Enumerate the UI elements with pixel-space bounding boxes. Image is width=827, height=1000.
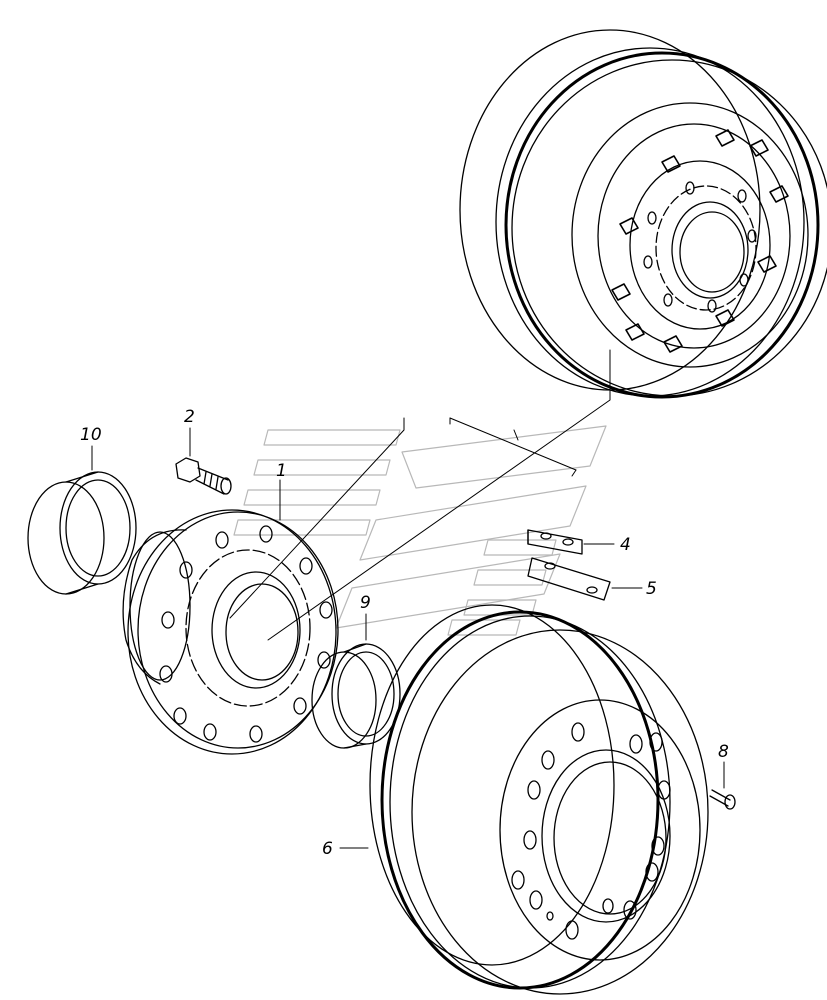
part-8-screw	[709, 789, 736, 810]
drum-band-1	[380, 610, 660, 990]
callout-6: 6	[322, 839, 333, 859]
assembly-drum-face-inner	[597, 123, 791, 349]
part-4-plate	[527, 529, 583, 555]
assembly-drum-band-2	[495, 47, 805, 397]
hub-barrel	[122, 529, 187, 685]
assembly-hub-spline	[655, 185, 757, 311]
callout-2: 2	[184, 407, 195, 427]
hub-bore	[211, 571, 301, 689]
drum-outer-lip	[411, 629, 709, 995]
drum-center-bore-inner	[553, 761, 667, 915]
part-10-bearing-cup	[27, 471, 137, 595]
assembly-hub-bore	[671, 201, 749, 299]
hub-flange-back	[127, 509, 337, 755]
drum-face	[499, 699, 701, 961]
part-1-hub	[122, 509, 339, 755]
assembly-face-holes	[643, 181, 757, 313]
drum-stud-holes	[511, 722, 671, 940]
callout-1: 1	[276, 461, 287, 481]
hub-bore-inner	[225, 583, 299, 681]
hub-spline-ring	[185, 549, 311, 707]
drum-center-bore	[541, 749, 671, 923]
assembly-drum-band-1	[504, 51, 820, 399]
assembled-drum-hub	[459, 29, 827, 399]
assembly-bracket	[229, 349, 611, 641]
callout-8: 8	[718, 742, 729, 762]
assembly-drum-face	[571, 102, 809, 368]
part-2-bolt	[175, 457, 232, 495]
hub-flange-holes	[159, 525, 333, 743]
callout-5: 5	[646, 579, 657, 599]
part-5-plate	[527, 557, 611, 601]
part-9-bearing-cup	[311, 643, 401, 749]
callout-9: 9	[360, 593, 371, 613]
drum-band-2	[389, 615, 671, 989]
assembly-drum-rear-rim	[459, 29, 761, 391]
hub-flange-front	[137, 511, 339, 749]
assembly-hub-flange	[629, 160, 771, 330]
assembly-wheel-studs	[611, 129, 789, 353]
callout-10: 10	[80, 425, 102, 445]
watermark-logo	[233, 425, 607, 636]
part-6-brake-drum	[369, 604, 709, 995]
assembly-hub-bore-inner	[679, 211, 745, 293]
drum-rear-rim	[369, 604, 615, 966]
callout-4: 4	[620, 535, 631, 555]
leader-lines	[91, 427, 725, 849]
